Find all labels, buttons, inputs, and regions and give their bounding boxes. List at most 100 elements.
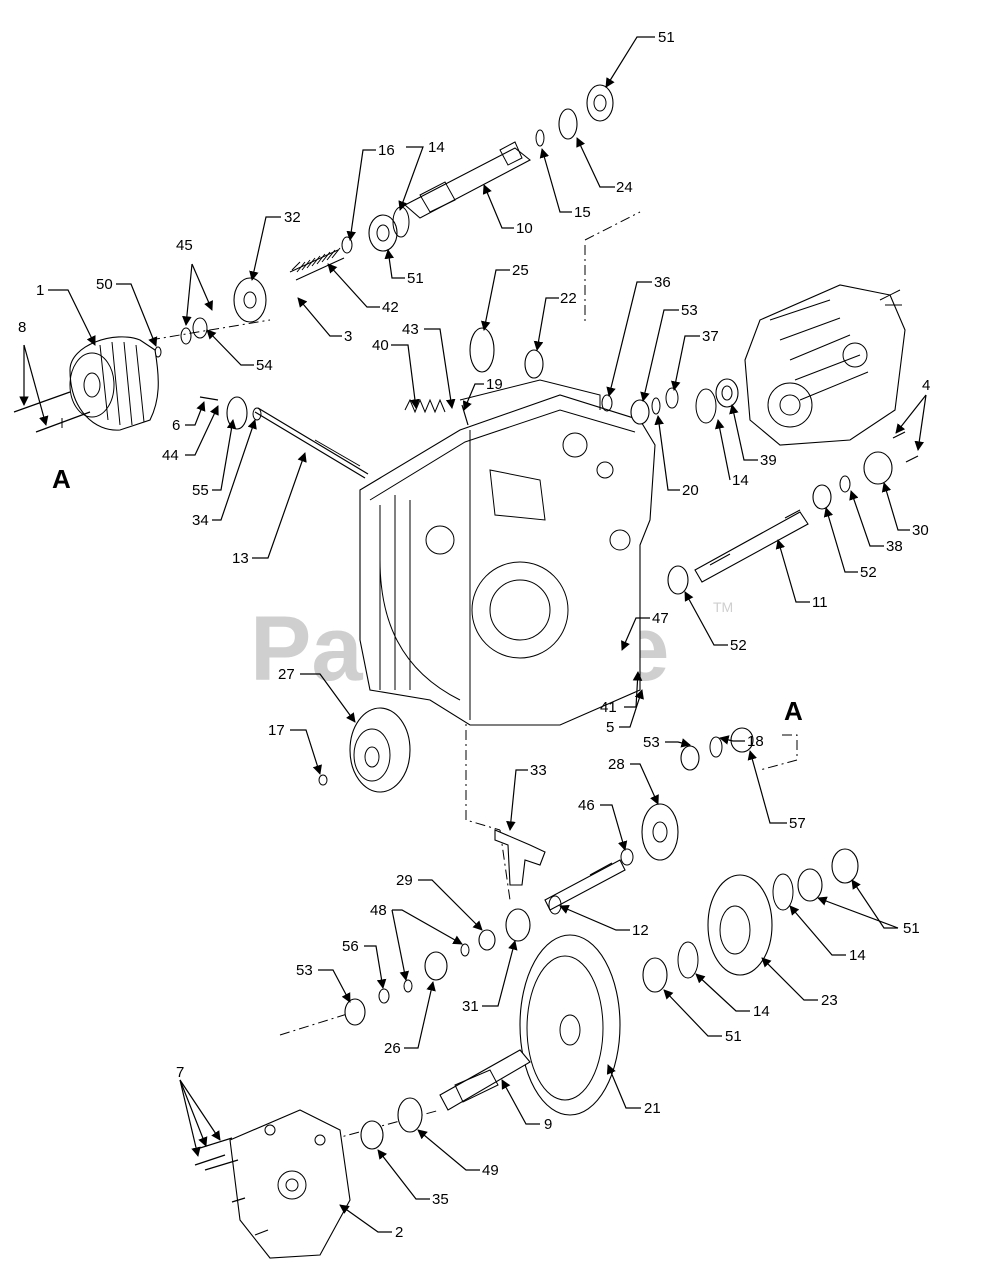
callout-55: 55 — [192, 482, 209, 499]
callout-9: 9 — [544, 1116, 552, 1133]
shaft-9 — [439, 1049, 531, 1111]
washer-36 — [601, 394, 613, 412]
callout-25: 25 — [512, 262, 529, 279]
callout-45: 45 — [176, 237, 193, 254]
ring-38 — [839, 475, 851, 493]
bearing-51-mid — [368, 214, 398, 252]
bolt-4a — [892, 431, 906, 439]
callout-47: 47 — [652, 610, 669, 627]
bearing-52-upper — [812, 484, 832, 510]
bolts-8 — [13, 391, 91, 433]
callout-31: 31 — [462, 998, 479, 1015]
ring-56 — [378, 988, 390, 1004]
spacer-46 — [620, 848, 634, 866]
callout-4: 4 — [922, 377, 930, 394]
bearing-52-lower — [667, 565, 689, 595]
pin-6 — [199, 396, 219, 401]
engine-assembly — [744, 284, 906, 446]
transmission-housing — [359, 379, 656, 726]
washer-45 — [180, 327, 192, 345]
callout-10: 10 — [516, 220, 533, 237]
gear-32 — [233, 277, 267, 323]
ring-15 — [535, 129, 545, 147]
callout-42: 42 — [382, 299, 399, 316]
section-marker-left: A — [52, 464, 71, 494]
ring-14-gear23 — [772, 873, 794, 911]
callout-26: 26 — [384, 1040, 401, 1057]
callout-34: 34 — [192, 512, 209, 529]
callout-33: 33 — [530, 762, 547, 779]
callout-39: 39 — [760, 452, 777, 469]
shaft-10 — [404, 141, 531, 219]
callout-2: 2 — [395, 1224, 403, 1241]
drum-1 — [69, 336, 159, 431]
callout-leaders — [19, 36, 927, 1233]
callout-14-top: 14 — [428, 139, 445, 156]
gear-31 — [505, 908, 531, 942]
callout-19: 19 — [486, 376, 503, 393]
gear-25 — [469, 327, 495, 373]
callout-57: 57 — [789, 815, 806, 832]
bearing-53-low — [344, 998, 366, 1026]
bearing-51-lower-a — [797, 868, 823, 902]
callout-12: 12 — [632, 922, 649, 939]
callout-38: 38 — [886, 538, 903, 555]
callout-52-lower: 52 — [730, 637, 747, 654]
spring-40 — [404, 398, 446, 414]
gear-21 — [519, 934, 621, 1116]
bracket-33 — [494, 829, 546, 886]
callout-7: 7 — [176, 1064, 184, 1081]
callout-51-mid: 51 — [407, 270, 424, 287]
gear-24 — [558, 108, 578, 140]
bolt-4b — [905, 455, 919, 463]
callout-50: 50 — [96, 276, 113, 293]
bearing-53-top — [630, 399, 650, 425]
ring-14-right — [695, 388, 717, 424]
callout-14-low: 14 — [753, 1003, 770, 1020]
ring-14-top — [392, 206, 410, 238]
callout-15: 15 — [574, 204, 591, 221]
callout-53-low: 53 — [296, 962, 313, 979]
cover-bolt-2 — [254, 1229, 269, 1236]
callout-5: 5 — [606, 719, 614, 736]
bearing-53-mid — [680, 745, 700, 771]
callout-8: 8 — [18, 319, 26, 336]
ring-18 — [709, 736, 723, 758]
callout-6: 6 — [172, 417, 180, 434]
callout-36: 36 — [654, 274, 671, 291]
callout-labels: 51 24 15 10 14 16 51 42 3 32 45 54 50 1 … — [18, 29, 930, 1241]
callout-52-upper: 52 — [860, 564, 877, 581]
spring-42 — [289, 247, 345, 281]
callout-54: 54 — [256, 357, 273, 374]
shaft-13 — [254, 407, 369, 479]
seal-39 — [715, 378, 739, 408]
callout-29: 29 — [396, 872, 413, 889]
callout-32: 32 — [284, 209, 301, 226]
callout-51-bottom: 51 — [725, 1028, 742, 1045]
callout-46: 46 — [578, 797, 595, 814]
callout-43: 43 — [402, 321, 419, 338]
callout-16: 16 — [378, 142, 395, 159]
callout-21: 21 — [644, 1100, 661, 1117]
gear-22 — [524, 349, 544, 379]
housing-30 — [863, 451, 893, 485]
callout-56: 56 — [342, 938, 359, 955]
gear-27 — [349, 707, 411, 793]
shaft-12 — [544, 859, 626, 911]
callout-51-right: 51 — [903, 920, 920, 937]
gear-26 — [424, 951, 448, 981]
callout-44: 44 — [162, 447, 179, 464]
ring-34 — [252, 407, 262, 421]
ring-14-low — [677, 941, 699, 979]
callout-37: 37 — [702, 328, 719, 345]
watermark-trademark: TM — [713, 599, 733, 615]
callout-14-gear23: 14 — [849, 947, 866, 964]
bearing-49 — [397, 1097, 423, 1133]
callout-17: 17 — [268, 722, 285, 739]
cover-bolt-1 — [231, 1197, 246, 1203]
section-marker-right: A — [784, 696, 803, 726]
callout-28: 28 — [608, 756, 625, 773]
callout-3: 3 — [344, 328, 352, 345]
ring-37 — [665, 387, 679, 409]
callout-30: 30 — [912, 522, 929, 539]
